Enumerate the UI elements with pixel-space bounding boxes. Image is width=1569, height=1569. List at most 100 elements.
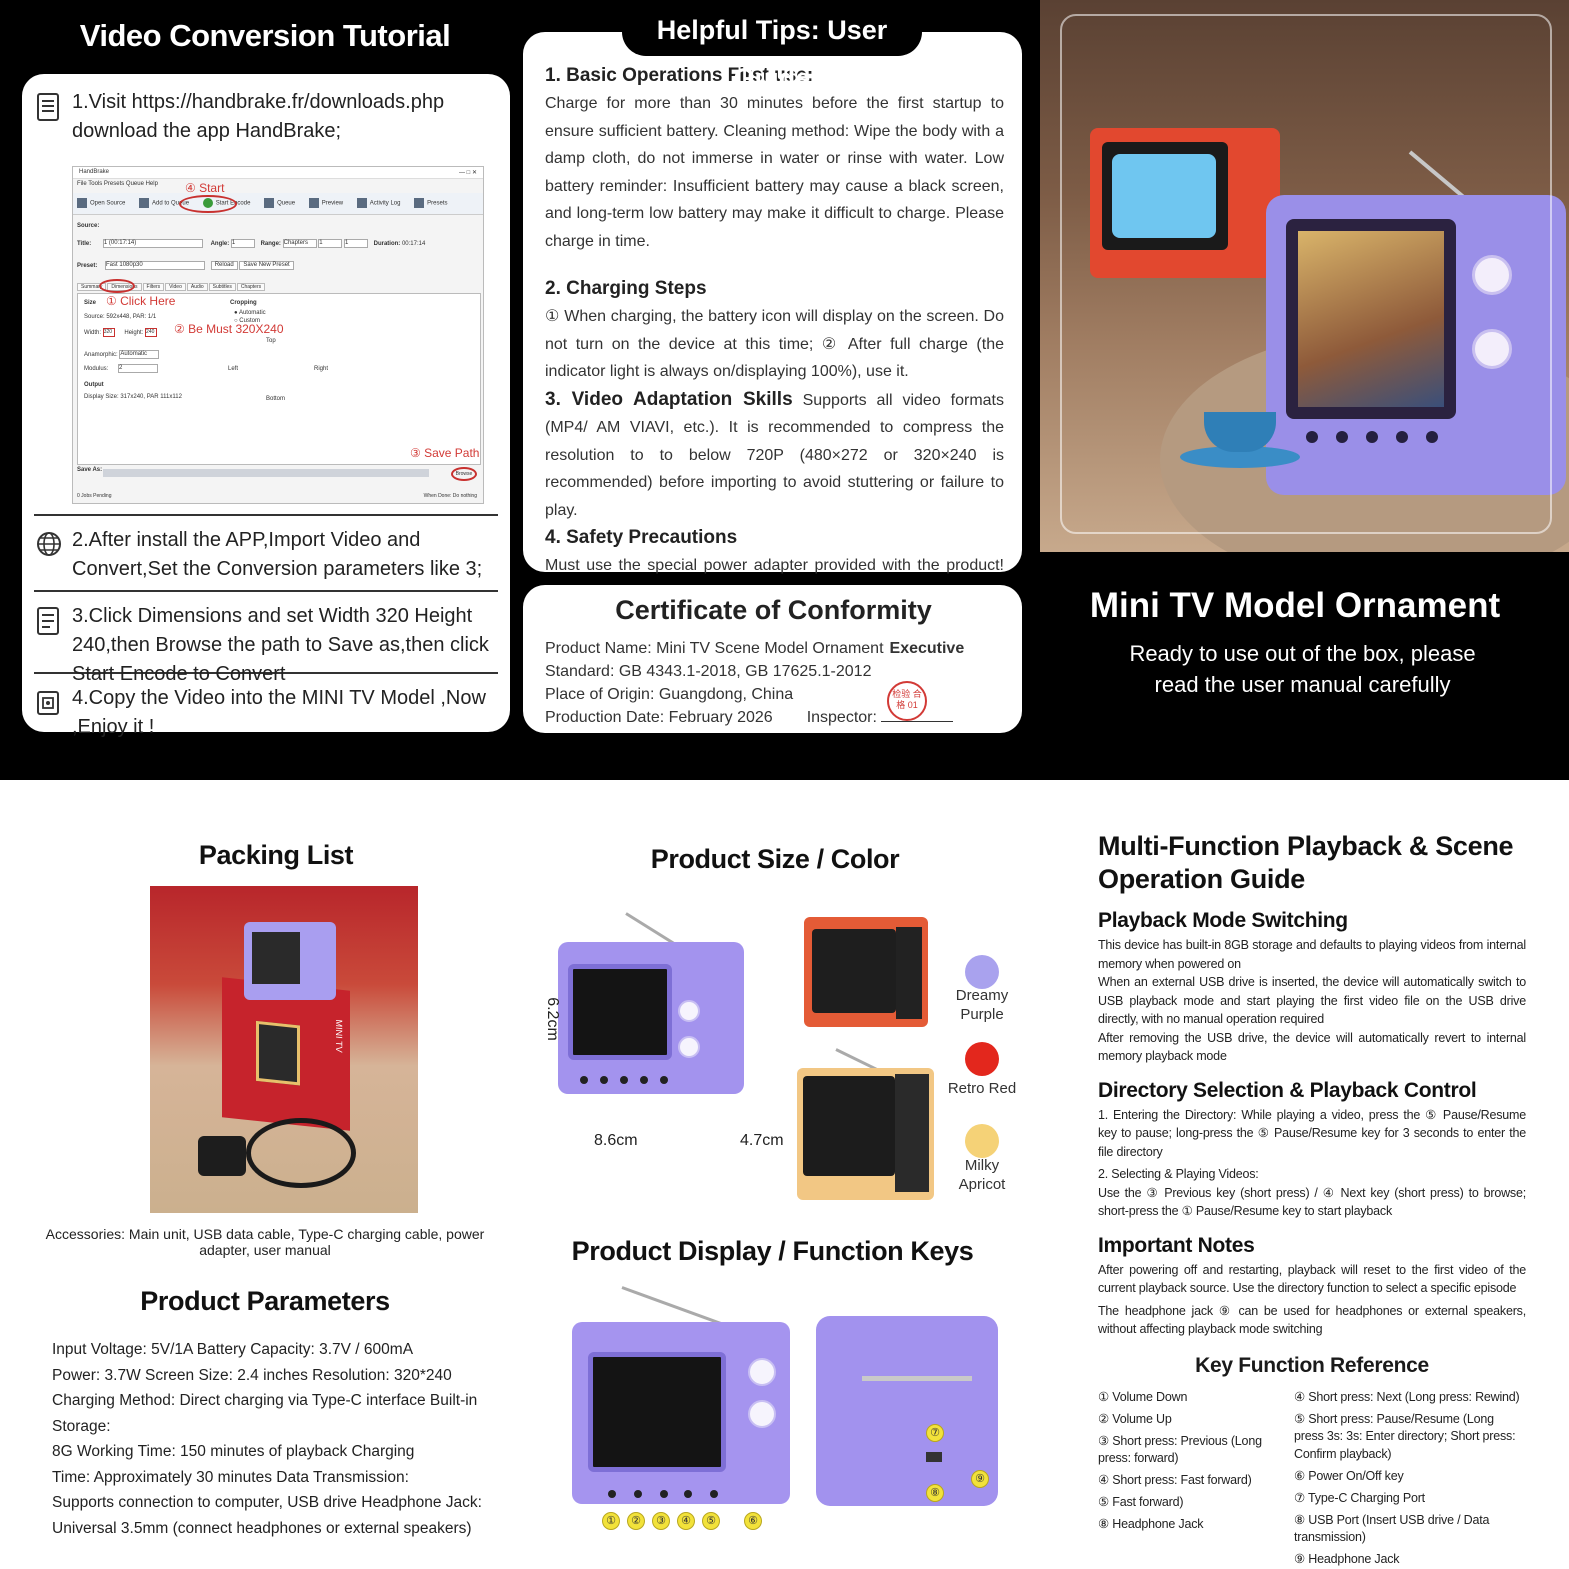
parameters-title: Product Parameters xyxy=(140,1286,390,1316)
key-number-8: ⑧ xyxy=(926,1484,944,1502)
hb-angle-select[interactable]: 1 xyxy=(230,239,255,248)
hb-tab-audio[interactable]: Audio xyxy=(186,283,208,291)
key-number-1: ① xyxy=(602,1512,620,1530)
hb-open-source[interactable]: Open Source xyxy=(77,198,125,208)
hb-saveas-row: Save As: xyxy=(77,467,481,481)
color-label-purple: Dreamy Purple xyxy=(955,987,1009,1023)
cert-product-name: Product Name: Mini TV Scene Model Orname… xyxy=(545,640,965,657)
hb-preview[interactable]: Preview xyxy=(308,198,343,208)
hb-annot-save: ③ Save Path xyxy=(410,446,480,460)
settings-document-icon xyxy=(37,607,59,635)
power-adapter xyxy=(198,1136,246,1176)
tv-side-view xyxy=(816,1316,998,1506)
hb-tab-filters[interactable]: Filters xyxy=(142,283,165,291)
red-tv-variant xyxy=(804,917,928,1027)
globe-icon xyxy=(37,532,61,556)
hb-title-row: Title: 1 (00:17:14) Angle: 1 Range: Chap… xyxy=(77,239,426,248)
hb-reload-button[interactable]: Reload xyxy=(210,261,238,270)
key-ref-item: ① Volume Down xyxy=(1098,1389,1188,1404)
key-ref-item: ③ Short press: Previous (Long press: for… xyxy=(1098,1433,1262,1466)
red-tv-image xyxy=(1090,128,1280,278)
hb-activity-log[interactable]: Activity Log xyxy=(356,198,400,208)
tip-1-text: Charge for more than 30 minutes before t… xyxy=(545,95,1004,250)
notes-p1: After powering off and restarting, playb… xyxy=(1098,1262,1526,1296)
guide-panel: Multi-Function Playback & Scene Operatio… xyxy=(1098,830,1526,1569)
hb-queue[interactable]: Queue xyxy=(264,198,295,208)
color-swatch-apricot xyxy=(965,1124,999,1158)
video-conversion-title: Video Conversion Tutorial xyxy=(79,18,451,53)
vc-step-4-text: 4.Copy the Video into the MINI TV Model … xyxy=(72,687,486,738)
usb-cable xyxy=(246,1118,356,1188)
size-color-title: Product Size / Color xyxy=(650,844,900,874)
color-swatch-red xyxy=(965,1042,999,1076)
hb-preset-row: Preset: Fast 1080p30 Reload Save New Pre… xyxy=(77,261,294,270)
vc-step-1-text: 1.Visit https://handbrake.fr/downloads.p… xyxy=(72,91,445,142)
param-line: Time: Approximately 30 minutes Data Tran… xyxy=(52,1468,409,1486)
key-ref-item: ④ Short press: Next (Long press: Rewind) xyxy=(1294,1389,1520,1404)
key-ref-item: ⑨ Headphone Jack xyxy=(1294,1552,1400,1566)
param-line: Universal 3.5mm (connect headphones or e… xyxy=(52,1519,472,1537)
hb-browse-button[interactable]: Browse xyxy=(451,467,477,481)
hb-annot-click: ① Click Here xyxy=(106,294,176,308)
vc-step-3-text: 3.Click Dimensions and set Width 320 Hei… xyxy=(72,605,489,685)
notes-p2: The headphone jack ⑨ can be used for hea… xyxy=(1098,1303,1526,1337)
key-number-6: ⑥ xyxy=(744,1512,762,1530)
top-section: Video Conversion Tutorial 1.Visit https:… xyxy=(0,0,1569,780)
param-line: Input Voltage: 5V/1A Battery Capacity: 3… xyxy=(52,1341,414,1358)
tip-3-title: 3. Video Adaptation Skills xyxy=(545,388,793,410)
hb-height-input[interactable]: 240 xyxy=(145,328,158,337)
purple-tv-size-image xyxy=(558,942,744,1094)
hb-titlebar: HandBrake— □ ✕ xyxy=(73,167,483,179)
video-conversion-card: 1.Visit https://handbrake.fr/downloads.p… xyxy=(22,74,510,738)
tip-2-title: 2. Charging Steps xyxy=(545,278,707,299)
hb-width-input[interactable]: 320 xyxy=(102,328,115,337)
teacup-image xyxy=(1204,412,1276,452)
hb-tab-subtitles[interactable]: Subtitles xyxy=(208,283,236,291)
hb-toolbar: Open Source Add to Queue Start Encode Qu… xyxy=(73,193,483,215)
vc-step-4: 4.Copy the Video into the MINI TV Model … xyxy=(34,674,498,742)
packing-list-title: Packing List xyxy=(198,840,354,870)
hb-tab-video[interactable]: Video xyxy=(165,283,186,291)
tips-card: 1. Basic Operations First use: Charge fo… xyxy=(523,32,1022,629)
cert-origin: Place of Origin: Guangdong, China xyxy=(545,686,794,703)
document-icon xyxy=(37,93,59,121)
hb-tab-chapters[interactable]: Chapters xyxy=(236,283,266,291)
hb-presets[interactable]: Presets xyxy=(414,198,448,208)
parameters-list: Input Voltage: 5V/1A Battery Capacity: 3… xyxy=(52,1337,492,1541)
hb-saveas-input[interactable] xyxy=(103,469,429,477)
hb-dimensions-panel: Size ① Click Here Source: 592x448, PAR: … xyxy=(77,293,481,465)
hb-title-select[interactable]: 1 (00:17:14) xyxy=(102,239,203,248)
tv-front-view xyxy=(572,1322,790,1504)
hb-save-preset-button[interactable]: Save New Preset xyxy=(239,261,294,270)
key-reference-right: ④ Short press: Next (Long press: Rewind)… xyxy=(1294,1389,1526,1569)
tip-4-title: 4. Safety Precautions xyxy=(545,527,738,548)
dimension-depth: 4.7cm xyxy=(740,1132,784,1149)
key-ref-item: ④ Short press: Fast forward) xyxy=(1098,1473,1252,1487)
hb-preset-select[interactable]: Fast 1080p30 xyxy=(105,261,206,270)
hb-source-row: Source: xyxy=(77,223,100,229)
hb-add-queue[interactable]: Add to Queue xyxy=(139,198,189,208)
hb-dimensions-highlight xyxy=(99,279,135,293)
key-number-9: ⑨ xyxy=(971,1470,989,1488)
tip-2-text: ① When charging, the battery icon will d… xyxy=(545,308,1004,380)
hb-range-select[interactable]: Chapters xyxy=(282,239,317,248)
accessories-note: Accessories: Main unit, USB data cable, … xyxy=(45,1226,485,1258)
key-reference-grid: ① Volume Down ② Volume Up ③ Short press:… xyxy=(1098,1389,1526,1569)
key-number-3: ③ xyxy=(652,1512,670,1530)
key-ref-item: ⑥ Power On/Off key xyxy=(1294,1468,1404,1483)
param-line: Supports connection to computer, USB dri… xyxy=(52,1494,482,1511)
hb-width-row: Width: 320 Height: 240 xyxy=(84,328,158,337)
key-number-5: ⑤ xyxy=(702,1512,720,1530)
param-line: Charging Method: Direct charging via Typ… xyxy=(52,1392,478,1435)
color-swatch-purple xyxy=(965,955,999,989)
tip-3: 3. Video Adaptation Skills Supports all … xyxy=(545,386,1004,525)
notes-title: Important Notes xyxy=(1098,1233,1255,1257)
divider xyxy=(34,590,498,592)
video-file-icon xyxy=(37,691,59,715)
vc-step-2-text: 2.After install the APP,Import Video and… xyxy=(72,529,483,580)
color-label-apricot: Milky Apricot xyxy=(958,1157,1006,1193)
tip-1-title: 1. Basic Operations First use: xyxy=(545,65,814,86)
hb-menubar: File Tools Presets Queue Help xyxy=(77,181,158,187)
param-line: 8G Working Time: 150 minutes of playback… xyxy=(52,1443,415,1460)
certificate-title: Certificate of Conformity xyxy=(615,595,932,625)
